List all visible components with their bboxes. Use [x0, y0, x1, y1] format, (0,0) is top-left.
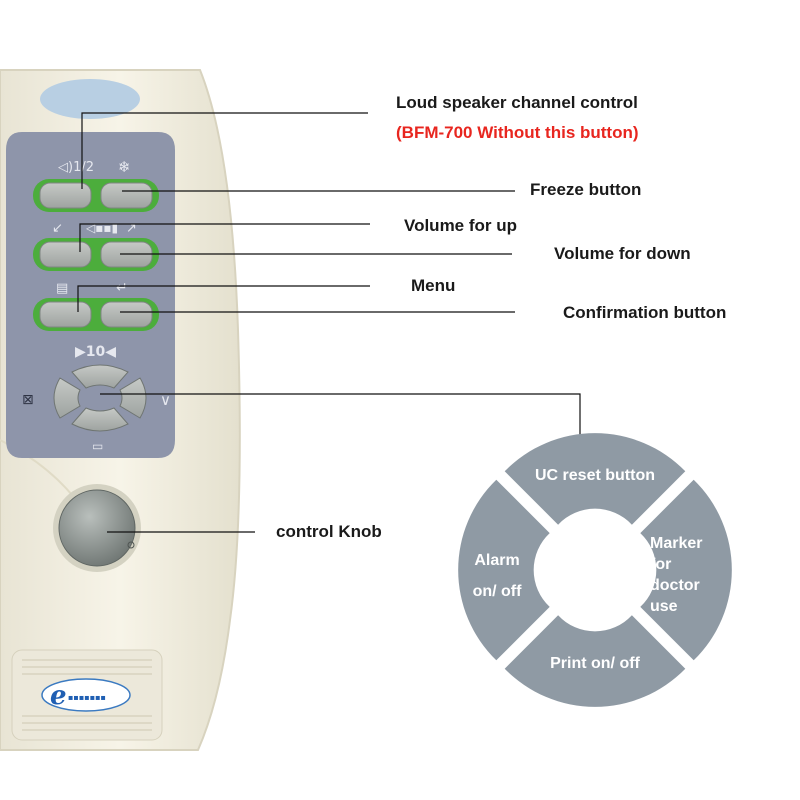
brand-logo: [41, 678, 131, 712]
line-volume-up: [79, 223, 370, 252]
knob-label: control Knob: [276, 522, 382, 541]
freeze-label: Freeze button: [530, 180, 642, 199]
top-indicator: [40, 79, 140, 119]
dpad-top-label: UC reset button: [535, 467, 655, 484]
nav-label: ▶10◀: [75, 344, 116, 360]
dpad-segment-top: [504, 433, 686, 525]
volume-down-label: Volume for down: [554, 244, 691, 263]
control-panel: [6, 132, 175, 458]
marker-icon: ∨: [160, 391, 171, 409]
svg-text:▪▪▪▪▪▪▪: ▪▪▪▪▪▪▪: [68, 693, 106, 702]
line-speaker: [81, 112, 368, 189]
line-menu: [77, 285, 370, 312]
dpad-left-label: Alarm on/ off: [472, 552, 522, 600]
speaker-channel-label: Loud speaker channel control: [396, 93, 638, 112]
menu-button: [39, 301, 92, 328]
volume-down-arrow-icon: ↙: [52, 221, 63, 236]
line-dpad: [100, 393, 581, 438]
enter-icon: ↵: [116, 280, 128, 296]
alarm-off-icon: ⊠: [22, 392, 34, 408]
volume-bars-icon: ◁▪▪▮: [85, 221, 118, 235]
speaker-channel-note: (BFM-700 Without this button): [396, 123, 639, 142]
volume-up-button: [39, 241, 92, 268]
menu-label: Menu: [411, 276, 456, 295]
print-icon: ▭: [92, 439, 103, 453]
menu-book-icon: ▤: [56, 281, 68, 296]
dpad-bottom-label: Print on/ off: [550, 655, 640, 672]
confirm-label: Confirmation button: [563, 303, 727, 322]
dpad-segment-right: [640, 479, 732, 661]
dpad-segment-bottom: [504, 615, 686, 707]
volume-up-label: Volume for up: [404, 216, 518, 235]
volume-up-arrow-icon: ↗: [126, 221, 137, 236]
speaker-icon: ◁)1/2: [58, 160, 94, 175]
speaker-channel-button: [39, 182, 92, 209]
confirm-button: [100, 301, 153, 328]
callout-lines: [77, 112, 581, 533]
snowflake-icon: ❄: [118, 158, 131, 176]
dpad-right-label: Marker for doctor use: [650, 535, 703, 615]
dpad-segment-left: [458, 479, 550, 661]
brand-logo-letter: e: [50, 681, 67, 711]
panel-dpad: [53, 364, 147, 432]
dpad-diagram: [458, 433, 732, 707]
freeze-button: [100, 182, 153, 209]
